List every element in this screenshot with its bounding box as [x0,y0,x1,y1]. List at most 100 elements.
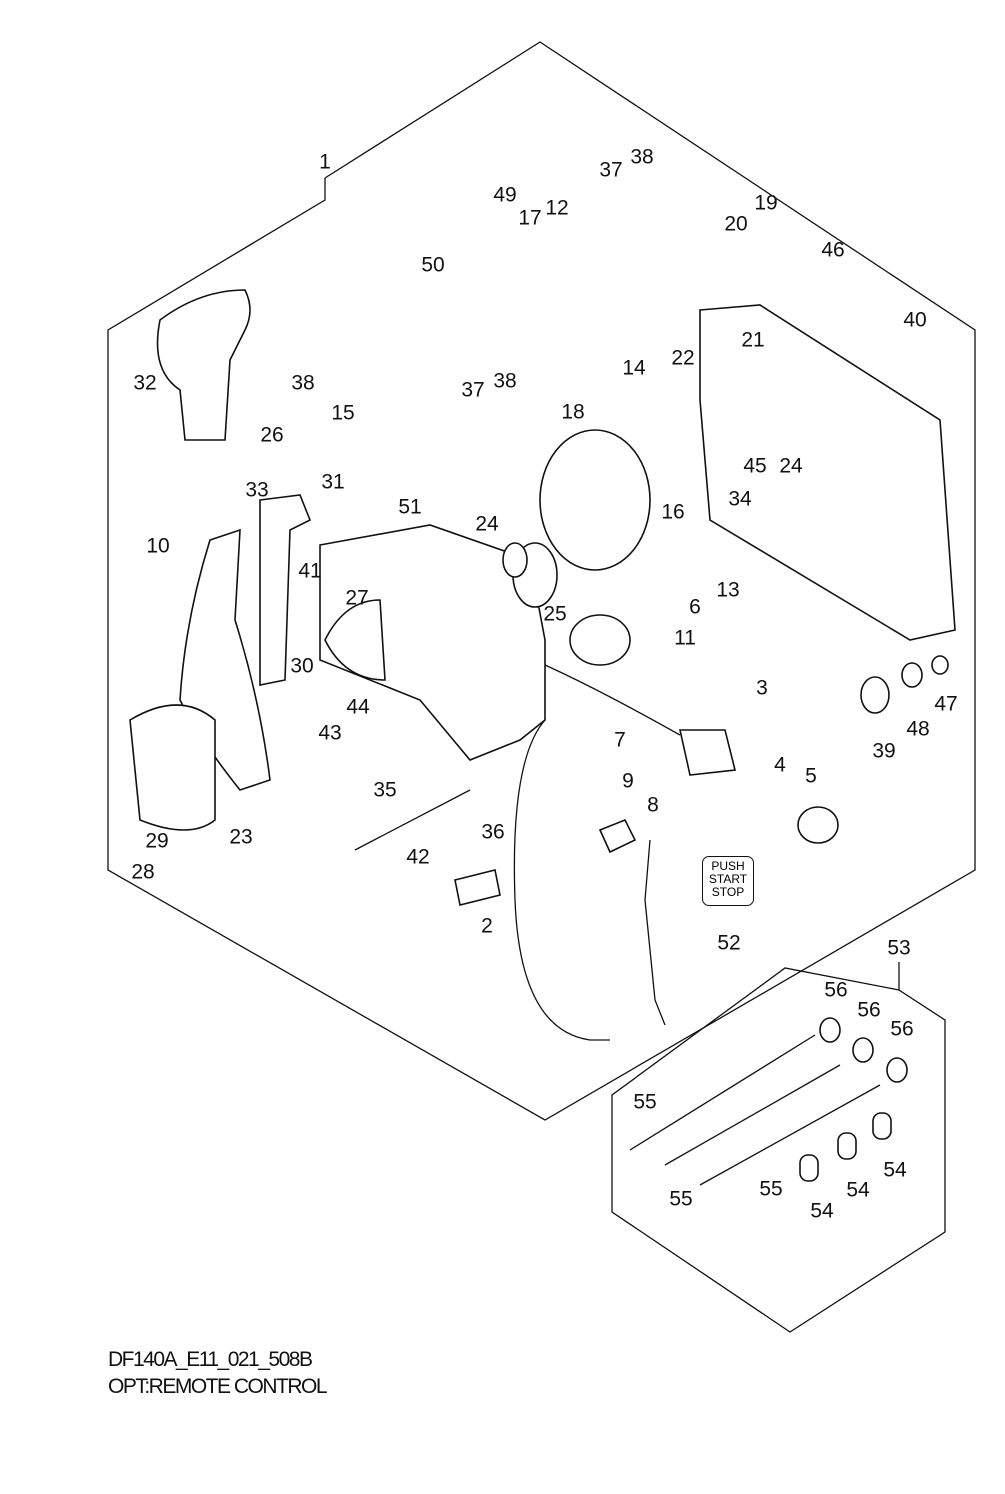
part-label-13: 13 [716,579,739,602]
neutral-plate [259,494,312,686]
part-label-38: 38 [630,146,653,169]
part-label-24: 24 [475,513,499,536]
part-label-4: 4 [774,754,786,777]
part-label-38: 38 [291,372,314,395]
part-label-19: 19 [754,192,777,215]
washer-56 [852,1037,874,1063]
detent-cam [324,599,386,681]
assembly-outline [107,41,976,1333]
part-label-56: 56 [857,999,880,1022]
nut-47 [931,655,949,675]
part-label-30: 30 [290,655,313,678]
part-label-10: 10 [146,535,169,558]
part-label-25: 25 [543,603,566,626]
part-label-16: 16 [661,501,684,524]
push-start-stop-decal: PUSH START STOP [702,856,754,906]
part-label-54: 54 [846,1179,870,1202]
part-label-23: 23 [229,826,252,849]
collar-39 [860,676,890,714]
part-label-41: 41 [298,560,321,583]
part-label-5: 5 [805,765,817,788]
part-label-11: 11 [674,627,696,650]
buzzer [569,614,631,666]
lever-cover [129,704,216,831]
part-label-40: 40 [903,309,926,332]
washer-48 [901,662,923,688]
part-label-53: 53 [887,937,910,960]
part-label-43: 43 [318,722,341,745]
bolt-55 [699,1084,881,1186]
decal-line: STOP [711,885,745,899]
part-label-35: 35 [373,779,396,802]
part-label-34: 34 [728,488,752,511]
part-label-17: 17 [518,207,541,230]
seal [502,542,528,578]
part-label-55: 55 [633,1091,656,1114]
part-label-29: 29 [145,830,168,853]
bolt-55 [629,1034,816,1151]
gear-disk [539,429,651,571]
diagram-code: DF140A_E11_021_508B [108,1348,313,1371]
part-label-33: 33 [245,479,268,502]
part-label-37: 37 [461,379,484,402]
main-switch [679,729,736,776]
part-label-42: 42 [406,846,429,869]
washer-56 [819,1017,841,1043]
part-label-49: 49 [493,184,516,207]
part-label-48: 48 [906,718,929,741]
part-label-54: 54 [810,1200,834,1223]
spacer-54 [799,1154,819,1182]
part-label-21: 21 [741,329,764,352]
part-label-45: 45 [743,455,766,478]
lever-grip [156,289,251,441]
part-label-37: 37 [599,159,622,182]
part-label-32: 32 [133,372,156,395]
part-label-26: 26 [260,424,283,447]
part-label-15: 15 [331,402,354,425]
housing-cover [699,304,956,641]
part-label-3: 3 [756,677,768,700]
part-label-36: 36 [481,821,504,844]
bolt-55 [664,1064,841,1166]
part-label-56: 56 [824,979,847,1002]
part-label-20: 20 [724,213,747,236]
part-label-50: 50 [421,254,444,277]
part-label-52: 52 [717,932,740,955]
part-label-18: 18 [561,401,584,424]
part-label-6: 6 [689,596,701,619]
part-label-1: 1 [319,151,331,174]
ignition-key-knob [797,806,839,844]
wire-harness [513,719,610,1041]
lanyard-coil [644,839,666,1026]
part-label-28: 28 [131,861,154,884]
part-label-8: 8 [647,794,659,817]
part-label-27: 27 [345,587,368,610]
part-shapes [129,289,956,1186]
part-label-54: 54 [883,1159,907,1182]
part-label-47: 47 [934,693,957,716]
spacer-54 [837,1132,857,1160]
part-label-39: 39 [872,740,895,763]
washer-56 [886,1057,908,1083]
part-label-12: 12 [545,197,568,220]
screw-42 [354,789,471,851]
part-label-7: 7 [614,729,626,752]
part-label-56: 56 [890,1018,913,1041]
stop-switch [598,818,637,854]
part-label-46: 46 [821,239,844,262]
part-label-55: 55 [759,1178,782,1201]
part-label-24: 24 [779,455,803,478]
plate [454,869,501,906]
part-label-9: 9 [622,770,634,793]
part-label-2: 2 [481,915,493,938]
part-label-55: 55 [669,1188,692,1211]
part-label-51: 51 [398,496,421,519]
control-housing [319,524,546,761]
decal-line: START [708,872,748,886]
decal-line: PUSH [711,859,745,873]
part-label-38: 38 [493,370,516,393]
spacer-54 [872,1112,892,1140]
